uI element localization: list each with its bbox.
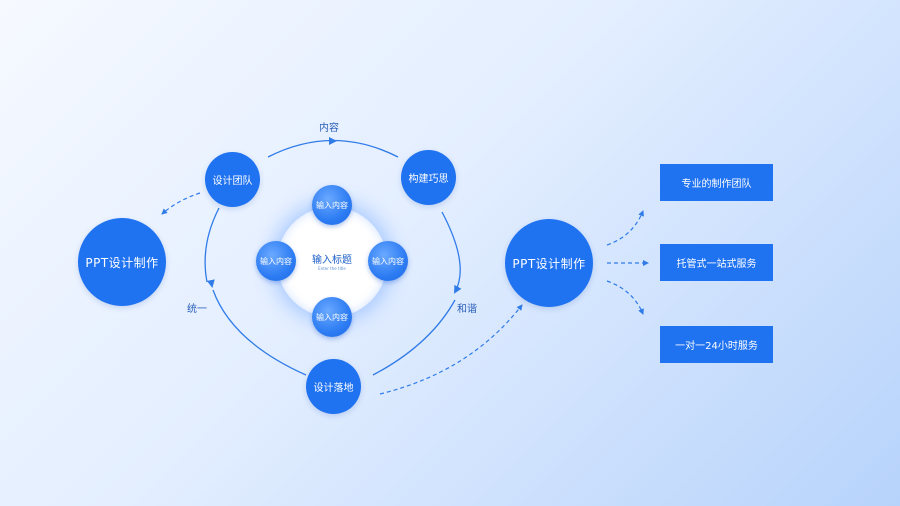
node-design-landing: 设计落地 bbox=[306, 359, 361, 414]
arc-left bbox=[204, 207, 220, 283]
center-item-top: 输入内容 bbox=[312, 185, 352, 225]
arc-left-arrow bbox=[206, 279, 215, 288]
arc-top bbox=[267, 139, 399, 158]
center-subtitle: Enter the title bbox=[318, 266, 346, 271]
arc-bottom-right bbox=[372, 299, 456, 376]
left-node: PPT设计制作 bbox=[78, 218, 166, 306]
arc-bottom-left bbox=[212, 289, 307, 376]
output-box-service: 托管式一站式服务 bbox=[660, 244, 773, 281]
output-box-team: 专业的制作团队 bbox=[660, 164, 773, 201]
output-box-support: 一对一24小时服务 bbox=[660, 326, 773, 363]
center-item-right: 输入内容 bbox=[368, 241, 408, 281]
arc-right bbox=[441, 211, 462, 294]
center-title: 输入标题 bbox=[312, 255, 352, 266]
center-item-left: 输入内容 bbox=[256, 241, 296, 281]
center-item-bottom: 输入内容 bbox=[312, 297, 352, 337]
right-node: PPT设计制作 bbox=[505, 219, 593, 307]
node-construct-ideas: 构建巧思 bbox=[401, 150, 456, 205]
dash-out-3 bbox=[606, 280, 644, 315]
label-content: 内容 bbox=[319, 123, 339, 134]
dash-bottom-to-right bbox=[379, 304, 523, 395]
label-unity: 统一 bbox=[187, 304, 207, 315]
dash-out-1 bbox=[606, 210, 644, 246]
node-design-team: 设计团队 bbox=[205, 152, 260, 207]
label-harmony: 和谐 bbox=[457, 304, 477, 315]
dash-team-to-left bbox=[161, 192, 201, 215]
